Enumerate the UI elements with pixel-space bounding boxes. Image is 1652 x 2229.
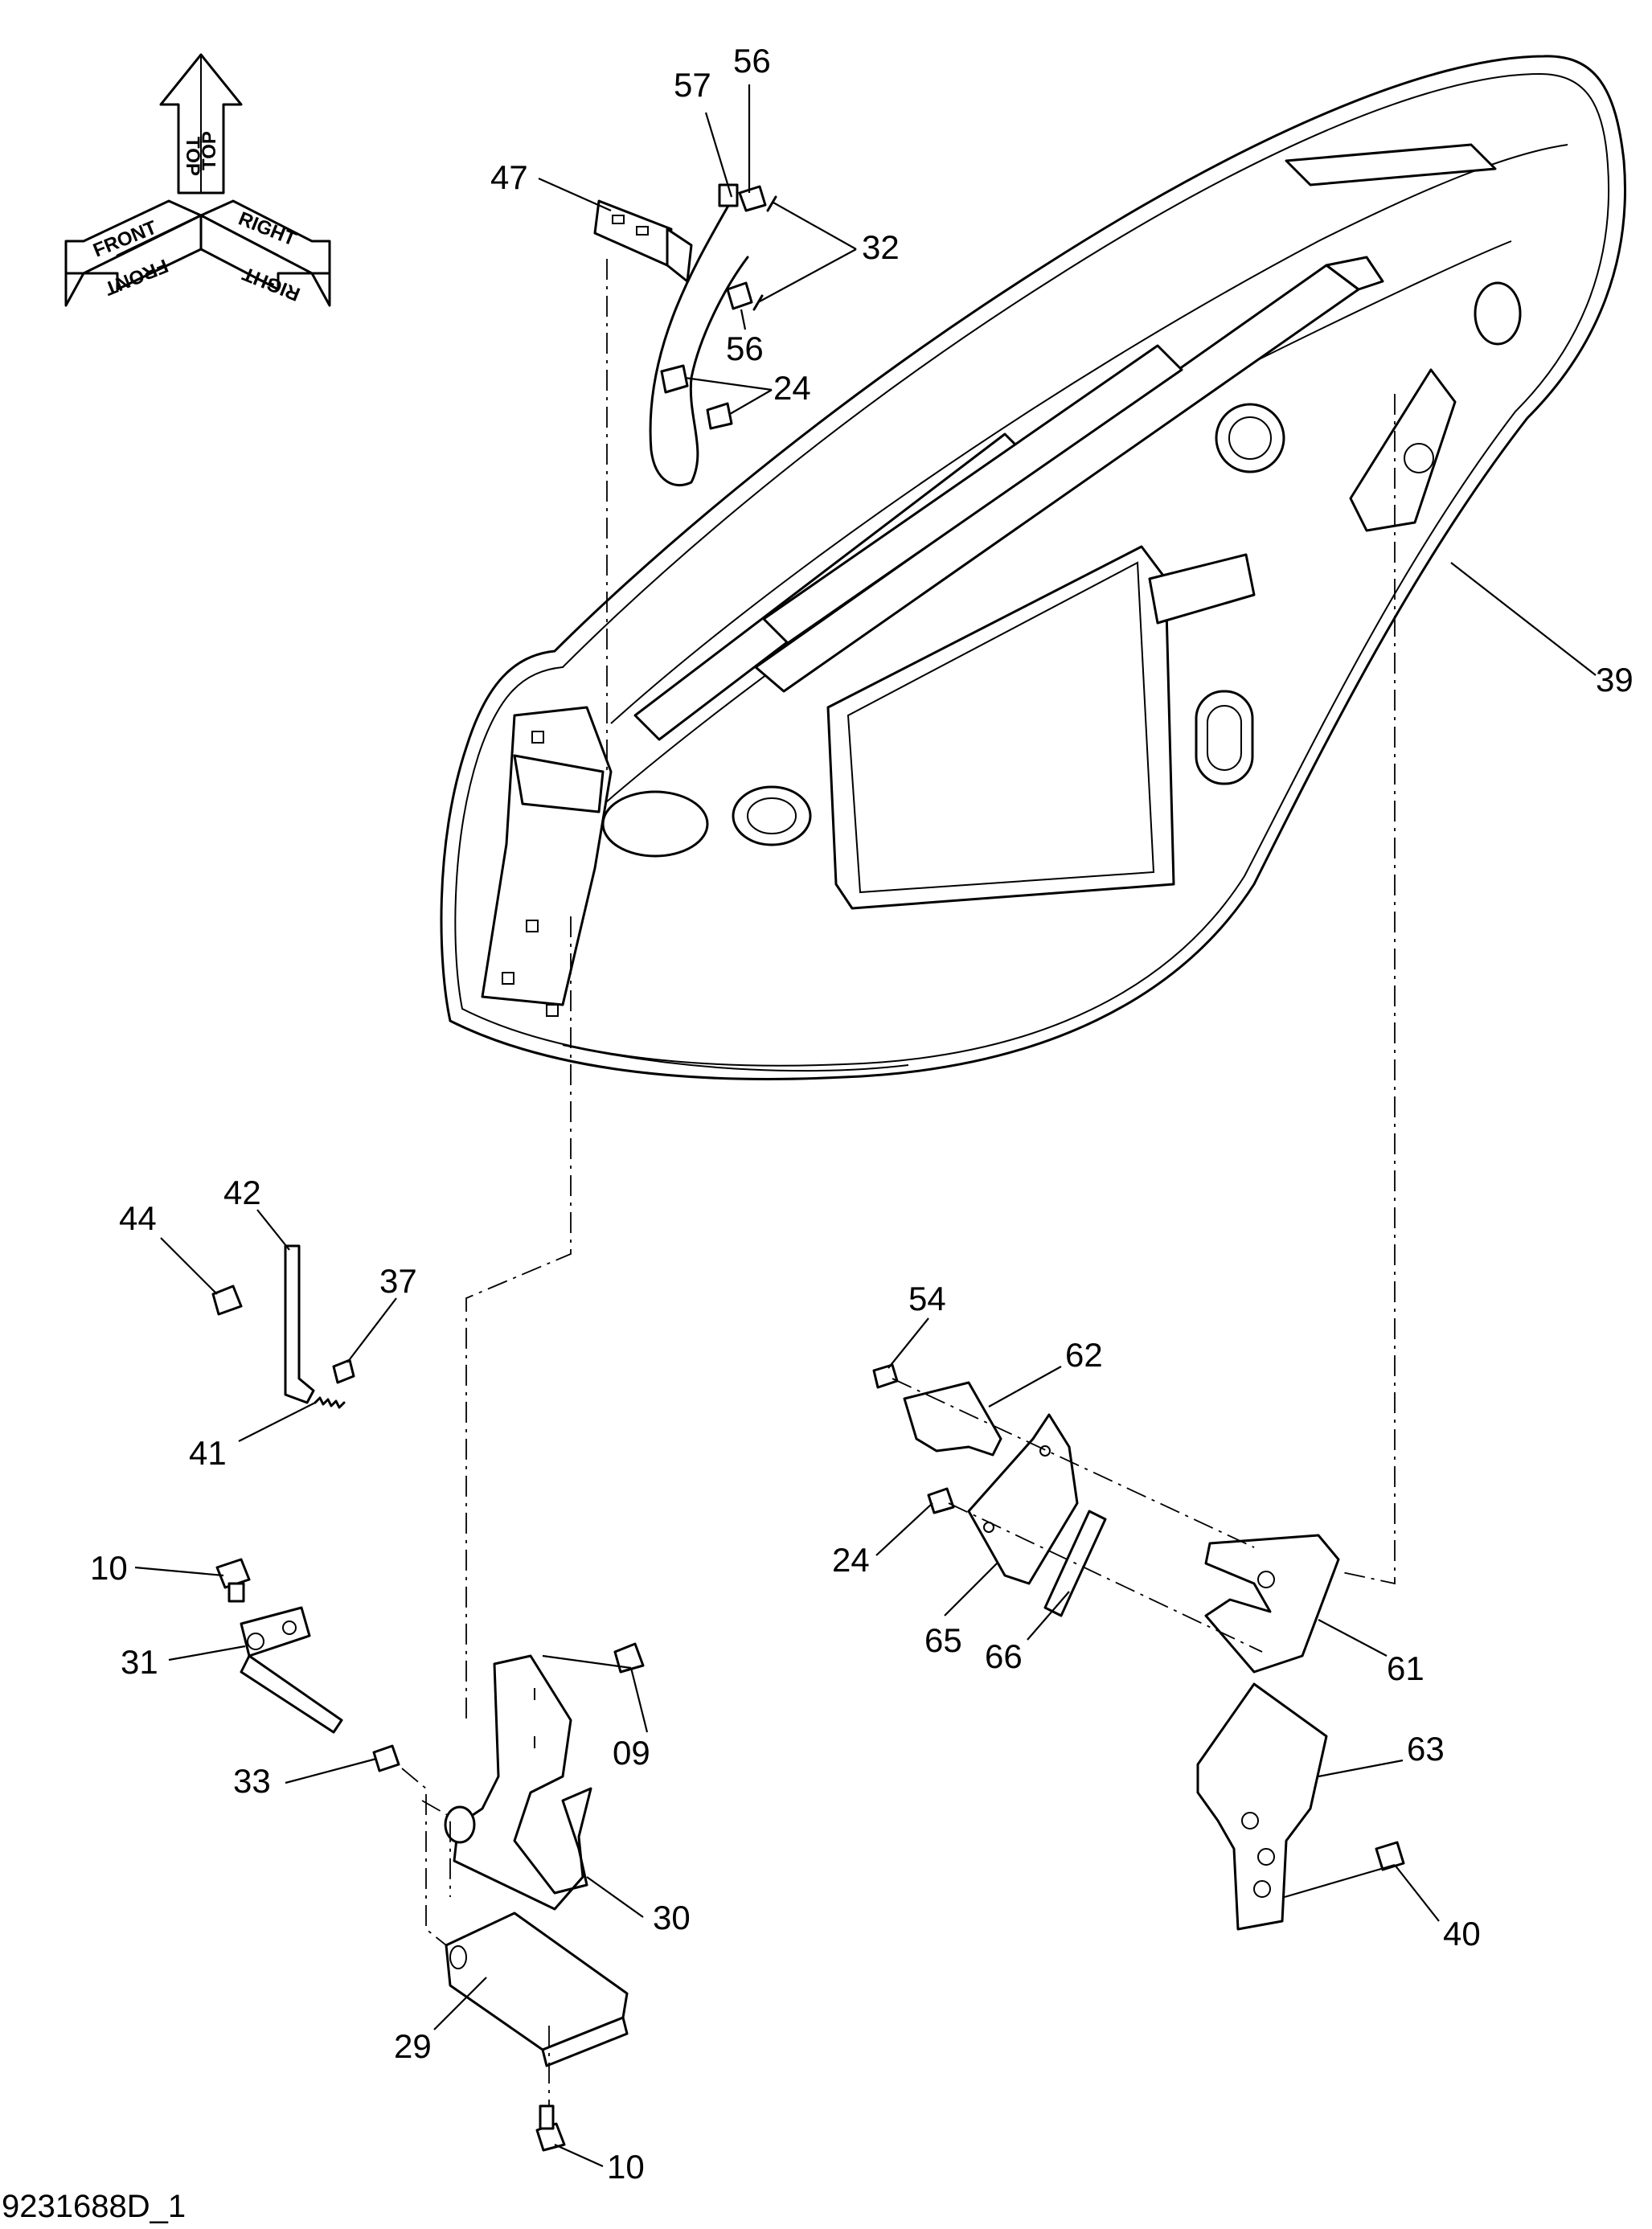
callout-40: 40 bbox=[1443, 1915, 1481, 1952]
nut-24 bbox=[927, 1487, 955, 1514]
clip-56-lower bbox=[726, 281, 753, 310]
callout-42: 42 bbox=[223, 1174, 261, 1211]
nut-33 bbox=[372, 1744, 400, 1772]
callout-10-lower: 10 bbox=[607, 2148, 645, 2186]
pin-32-upper bbox=[766, 195, 777, 212]
callout-39: 39 bbox=[1596, 661, 1634, 699]
clip-24-a bbox=[660, 364, 689, 394]
bolt-09 bbox=[613, 1642, 645, 1674]
callout-37: 37 bbox=[379, 1262, 417, 1300]
main-side-panel bbox=[440, 55, 1626, 1080]
bracket-62 bbox=[903, 1381, 1002, 1457]
callout-labels: 56 57 47 32 56 24 39 42 44 37 41 54 62 2… bbox=[90, 42, 1634, 2186]
rod-42 bbox=[284, 1244, 315, 1404]
callout-29: 29 bbox=[394, 2027, 432, 2065]
callout-44: 44 bbox=[119, 1199, 157, 1237]
callout-24-upper: 24 bbox=[773, 369, 811, 407]
callout-09: 09 bbox=[613, 1734, 650, 1772]
bracket-29 bbox=[445, 1911, 629, 2067]
leader-lines bbox=[134, 84, 1597, 2168]
nut-54 bbox=[872, 1363, 899, 1389]
bracket-63 bbox=[1196, 1682, 1328, 1931]
plate-65 bbox=[967, 1413, 1079, 1585]
nut-40 bbox=[1375, 1841, 1405, 1871]
orientation-top-label: TOP bbox=[182, 137, 203, 176]
callout-24-lower: 24 bbox=[832, 1541, 870, 1579]
bracket-61 bbox=[1204, 1534, 1340, 1674]
clip-56-upper bbox=[738, 185, 767, 212]
orientation-top-label-mirror: TOP bbox=[199, 131, 220, 170]
callout-57: 57 bbox=[674, 66, 711, 104]
callout-65: 65 bbox=[924, 1621, 962, 1659]
callout-31: 31 bbox=[121, 1643, 158, 1681]
callout-41: 41 bbox=[189, 1434, 227, 1472]
callout-56-upper: 56 bbox=[733, 42, 771, 80]
assembly-centerlines bbox=[401, 259, 1396, 2106]
strap-31 bbox=[240, 1606, 343, 1734]
callout-62: 62 bbox=[1065, 1336, 1103, 1374]
bolt-10-lower bbox=[535, 2104, 566, 2152]
clip-24-b bbox=[706, 402, 733, 430]
callout-10-upper: 10 bbox=[90, 1549, 128, 1587]
bracket-30 bbox=[444, 1654, 592, 1911]
callout-61: 61 bbox=[1387, 1649, 1424, 1687]
callout-30: 30 bbox=[653, 1899, 691, 1936]
document-number: 9231688D_1 bbox=[2, 2189, 186, 2224]
pin-32-lower bbox=[752, 294, 764, 311]
callout-56-lower: 56 bbox=[726, 330, 764, 367]
callout-33: 33 bbox=[233, 1762, 271, 1800]
orientation-gizmo: TOP TOP FRONT FRONT RIGHT RIGHT bbox=[64, 53, 331, 307]
bracket-47 bbox=[593, 199, 693, 283]
callout-47: 47 bbox=[490, 158, 528, 196]
callout-63: 63 bbox=[1407, 1730, 1445, 1768]
clip-37 bbox=[332, 1358, 355, 1384]
callout-54: 54 bbox=[908, 1280, 946, 1317]
spring-41 bbox=[314, 1396, 346, 1409]
clip-44 bbox=[211, 1285, 243, 1316]
callout-66: 66 bbox=[985, 1637, 1023, 1675]
bolt-10-upper bbox=[215, 1558, 251, 1603]
callout-32: 32 bbox=[862, 228, 900, 266]
